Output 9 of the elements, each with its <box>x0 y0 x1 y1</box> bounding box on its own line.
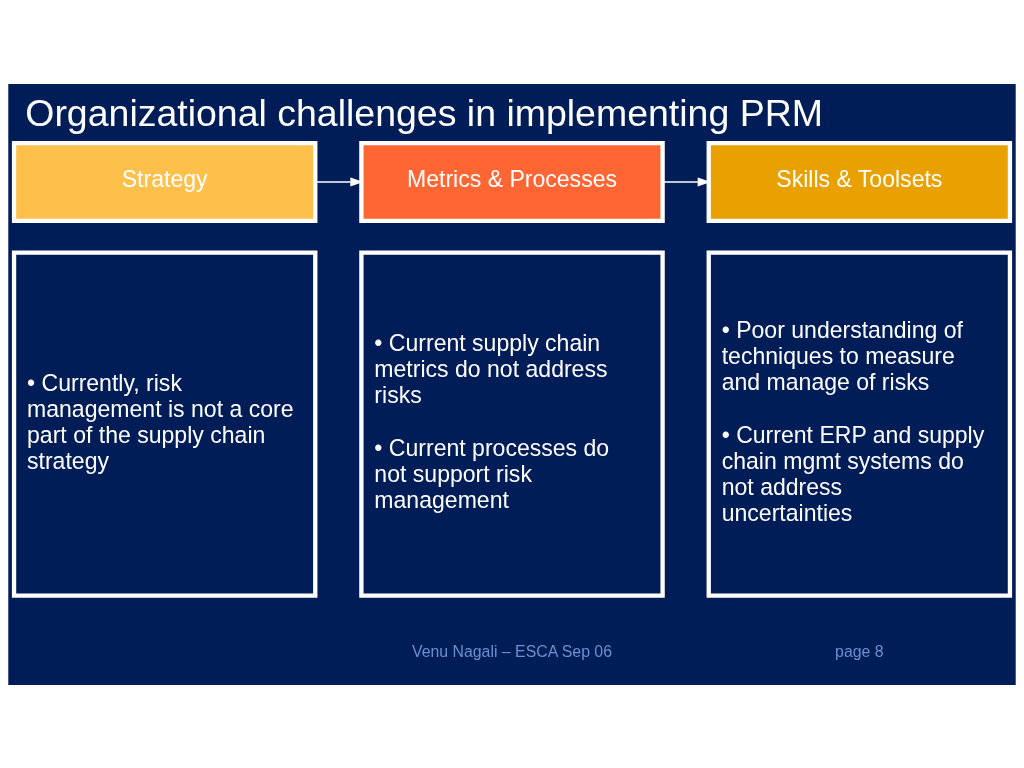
node-box: Metrics & Processes <box>359 140 665 223</box>
node-box: Skills & Toolsets <box>706 140 1013 223</box>
label: Venu Nagali – ESCA Sep 06 <box>412 642 612 660</box>
node-box: • Currently, risk management is not a core part of the supply chain strategy <box>11 249 318 598</box>
label: page 8 <box>835 642 884 660</box>
node-box: • Poor understanding of techniques to measure and manage of risks • Current ERP and supply chain mgmt systems do not address uncertainties <box>706 249 1013 598</box>
diagram-title: Organizational challenges in implementing PRM <box>25 91 823 134</box>
node-box: Strategy <box>11 140 318 223</box>
node-box: • Current supply chain metrics do not address risks • Current processes do not support risk management <box>359 249 665 598</box>
